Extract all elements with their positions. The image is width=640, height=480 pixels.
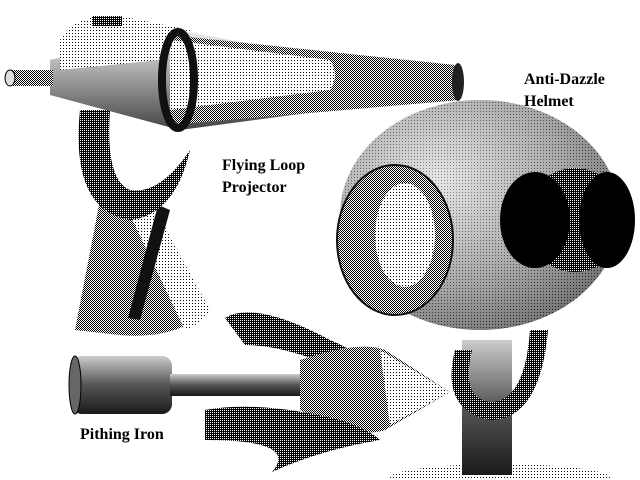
label-flying-loop-projector: Flying Loop Projector bbox=[222, 155, 305, 199]
flying-loop-projector bbox=[4, 16, 464, 336]
helmet-ear-cup-inner bbox=[375, 183, 435, 287]
anti-dazzle-helmet bbox=[336, 100, 635, 480]
pithing-iron-handle-end bbox=[68, 355, 82, 415]
pithing-iron-handle bbox=[72, 356, 172, 414]
pithing-iron-upper-blade bbox=[225, 312, 385, 400]
label-flying-loop-projector-line2: Projector bbox=[222, 179, 287, 196]
projector-top-shell bbox=[60, 16, 190, 71]
projector-leg bbox=[128, 205, 170, 320]
helmet-right-lens bbox=[579, 172, 635, 268]
projector-rear-cap bbox=[8, 70, 53, 86]
pithing-iron bbox=[68, 312, 450, 472]
label-anti-dazzle-helmet: Anti-Dazzle Helmet bbox=[524, 69, 605, 113]
helmet-hose bbox=[451, 330, 548, 420]
projector-barrel-highlight bbox=[170, 40, 335, 110]
helmet-left-lens bbox=[500, 172, 570, 268]
pithing-iron-shaft bbox=[170, 374, 300, 396]
projector-sight bbox=[92, 16, 122, 26]
projector-rear-knob bbox=[4, 69, 16, 87]
label-anti-dazzle-helmet-line1: Anti-Dazzle bbox=[524, 71, 605, 88]
label-anti-dazzle-helmet-line2: Helmet bbox=[524, 93, 574, 110]
label-flying-loop-projector-line1: Flying Loop bbox=[222, 157, 306, 174]
label-pithing-iron: Pithing Iron bbox=[80, 426, 164, 443]
projector-muzzle bbox=[452, 63, 464, 101]
projector-stand-highlight bbox=[130, 200, 210, 330]
pithing-iron-tip bbox=[380, 350, 450, 425]
pithing-iron-lower-blade bbox=[205, 406, 380, 472]
projector-yoke bbox=[78, 110, 190, 220]
projector-ring bbox=[158, 28, 198, 132]
